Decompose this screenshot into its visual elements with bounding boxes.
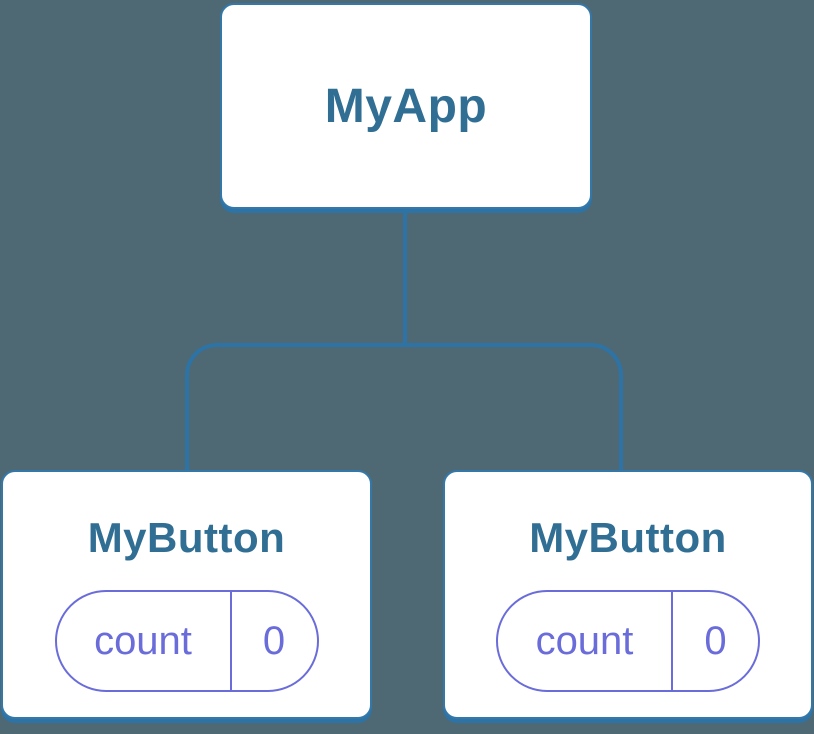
state-name: count bbox=[57, 592, 232, 690]
child-component-node-right: MyButton count 0 bbox=[443, 470, 813, 719]
root-component-node: MyApp bbox=[220, 3, 592, 209]
child-component-label: MyButton bbox=[529, 514, 727, 561]
root-component-label: MyApp bbox=[324, 79, 488, 133]
connector-stem-root bbox=[403, 211, 407, 345]
connector-bracket-children bbox=[185, 343, 623, 472]
state-value: 0 bbox=[704, 618, 727, 663]
child-component-label: MyButton bbox=[87, 514, 286, 561]
state-value: 0 bbox=[262, 618, 286, 663]
child-component-node-left: MyButton count 0 bbox=[1, 470, 372, 719]
state-pill: count 0 bbox=[54, 590, 319, 692]
state-name: count bbox=[498, 592, 673, 690]
state-pill: count 0 bbox=[496, 590, 760, 692]
